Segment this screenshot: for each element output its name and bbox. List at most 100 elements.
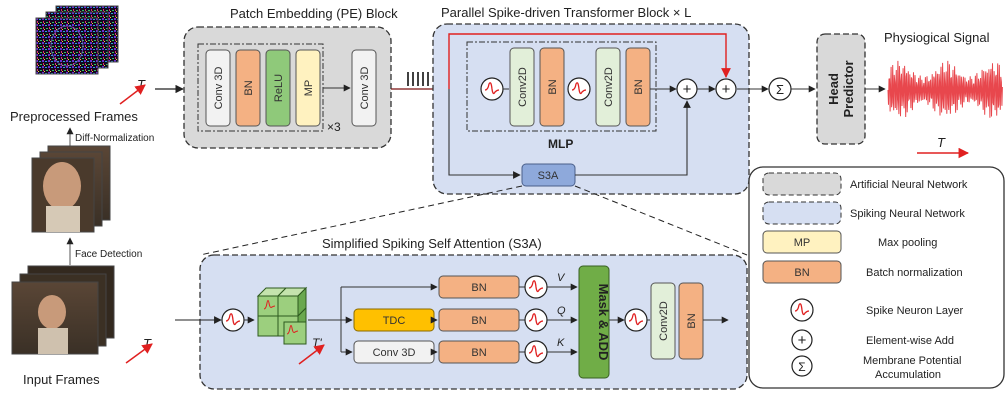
- add-icon-2: +: [715, 78, 737, 100]
- bn-k-block: BN: [438, 340, 520, 364]
- mask-add-block: Mask & ADD: [578, 265, 611, 379]
- svg-text:BN: BN: [547, 79, 559, 94]
- t-symbol-signal: T: [937, 135, 946, 150]
- legend-spike-label: Spike Neuron Layer: [866, 305, 964, 317]
- s3a-block-title: Simplified Spiking Self Attention (S3A): [322, 236, 542, 251]
- legend-ann-label: Artificial Neural Network: [850, 179, 968, 191]
- spike-neuron-icon: [790, 298, 814, 322]
- sigma-icon: Σ: [768, 77, 792, 101]
- s3a-conv2d-block: Conv2D: [650, 282, 676, 360]
- spike-neuron-icon: [524, 275, 548, 299]
- s3a-bn-block: BN: [678, 282, 704, 360]
- svg-text:ReLU: ReLU: [273, 74, 285, 102]
- zoom-line-right: [574, 185, 748, 256]
- s3a-mini-block: S3A: [521, 163, 576, 187]
- svg-text:Head: Head: [826, 73, 841, 105]
- pe-bn-block: BN: [235, 49, 261, 127]
- pe-repeat-label: ×3: [327, 120, 341, 134]
- pst-bn-b-block: BN: [625, 47, 651, 127]
- residual-red-path: [448, 33, 731, 89]
- pe-mp-block: MP: [295, 49, 321, 127]
- legend-sum-label-1: Membrane Potential: [863, 355, 961, 367]
- face-detection-label: Face Detection: [75, 249, 142, 260]
- legend-mp-swatch: MP: [762, 230, 842, 254]
- pst-block-title: Parallel Spike-driven Transformer Block …: [441, 5, 691, 20]
- svg-text:MP: MP: [794, 237, 811, 249]
- v-label: V: [557, 272, 566, 284]
- svg-text:Σ: Σ: [776, 82, 784, 97]
- bn-v-block: BN: [438, 275, 520, 299]
- svg-text:BN: BN: [471, 315, 486, 327]
- legend-mp-label: Max pooling: [878, 237, 937, 249]
- legend-add-label: Element-wise Add: [866, 335, 954, 347]
- svg-text:Σ: Σ: [798, 360, 805, 374]
- time-arrow-input: [125, 343, 153, 364]
- svg-text:Conv2D: Conv2D: [658, 301, 670, 341]
- pst-bn-a-block: BN: [539, 47, 565, 127]
- pe-block-title: Patch Embedding (PE) Block: [230, 6, 398, 21]
- svg-text:BN: BN: [471, 347, 486, 359]
- legend-snn-swatch: [762, 201, 842, 225]
- pst-conv2d-b-block: Conv2D: [595, 47, 621, 127]
- spike-neuron-icon: [567, 77, 591, 101]
- k-label: K: [557, 337, 565, 349]
- spike-tensor-cubes: [256, 286, 308, 345]
- mlp-label: MLP: [548, 137, 573, 151]
- pst-block: [432, 23, 750, 195]
- sigma-icon: Σ: [791, 355, 813, 377]
- svg-text:Conv2D: Conv2D: [603, 67, 615, 107]
- token-bars: [407, 72, 429, 86]
- spike-neuron-icon: [524, 340, 548, 364]
- svg-text:BN: BN: [633, 79, 645, 94]
- time-arrow-s3a: [298, 344, 325, 365]
- preprocessed-frames-stack: [35, 5, 119, 75]
- pst-conv2d-a-block: Conv2D: [509, 47, 535, 127]
- pe-conv3d-out-block: Conv 3D: [351, 49, 377, 127]
- spike-neuron-icon: [524, 308, 548, 332]
- svg-text:+: +: [722, 81, 731, 98]
- q-label: Q: [557, 305, 566, 317]
- svg-text:Conv2D: Conv2D: [517, 67, 529, 107]
- svg-text:S3A: S3A: [538, 170, 559, 182]
- svg-text:Mask & ADD: Mask & ADD: [596, 284, 611, 361]
- svg-text:+: +: [683, 81, 692, 98]
- diff-normalization-label: Diff-Normalization: [75, 133, 154, 144]
- svg-text:BN: BN: [794, 267, 809, 279]
- bn-q-block: BN: [438, 308, 520, 332]
- input-frames-stack: [11, 265, 115, 355]
- add-icon-1: +: [676, 78, 698, 100]
- legend-sum-label-2: Accumulation: [875, 369, 941, 381]
- input-frames-label: Input Frames: [23, 372, 100, 387]
- signal-title: Physiogical Signal: [884, 30, 990, 45]
- svg-text:+: +: [798, 332, 807, 349]
- spike-neuron-icon: [624, 308, 648, 332]
- time-arrow-preprocessed: [119, 84, 146, 105]
- path-to-s3a: [448, 89, 521, 179]
- add-icon: +: [791, 329, 813, 351]
- tdc-block: TDC: [353, 308, 435, 332]
- t-prime-symbol: T': [312, 336, 322, 350]
- legend-snn-label: Spiking Neural Network: [850, 208, 965, 220]
- preprocessed-frames-label: Preprocessed Frames: [10, 109, 138, 124]
- svg-text:MP: MP: [303, 80, 315, 97]
- pe-relu-block: ReLU: [265, 49, 291, 127]
- physiological-signal-waveform: [887, 60, 1003, 118]
- svg-text:Conv 3D: Conv 3D: [373, 347, 416, 359]
- svg-text:BN: BN: [243, 80, 255, 95]
- svg-text:BN: BN: [471, 282, 486, 294]
- face-frames-stack: [31, 145, 111, 233]
- svg-text:TDC: TDC: [383, 315, 406, 327]
- legend-ann-swatch: [762, 172, 842, 196]
- legend-bn-label: Batch normalization: [866, 267, 963, 279]
- head-predictor-block: Head Predictor: [816, 33, 866, 145]
- path-s3a-to-add: [575, 100, 691, 176]
- legend-bn-swatch: BN: [762, 260, 842, 284]
- svg-text:Conv 3D: Conv 3D: [213, 67, 225, 110]
- zoom-line-left: [199, 185, 523, 256]
- svg-text:Predictor: Predictor: [841, 60, 856, 117]
- spike-neuron-icon: [221, 308, 245, 332]
- svg-text:Conv 3D: Conv 3D: [359, 67, 371, 110]
- s3a-conv3d-block: Conv 3D: [353, 340, 435, 364]
- pe-conv3d-block: Conv 3D: [205, 49, 231, 127]
